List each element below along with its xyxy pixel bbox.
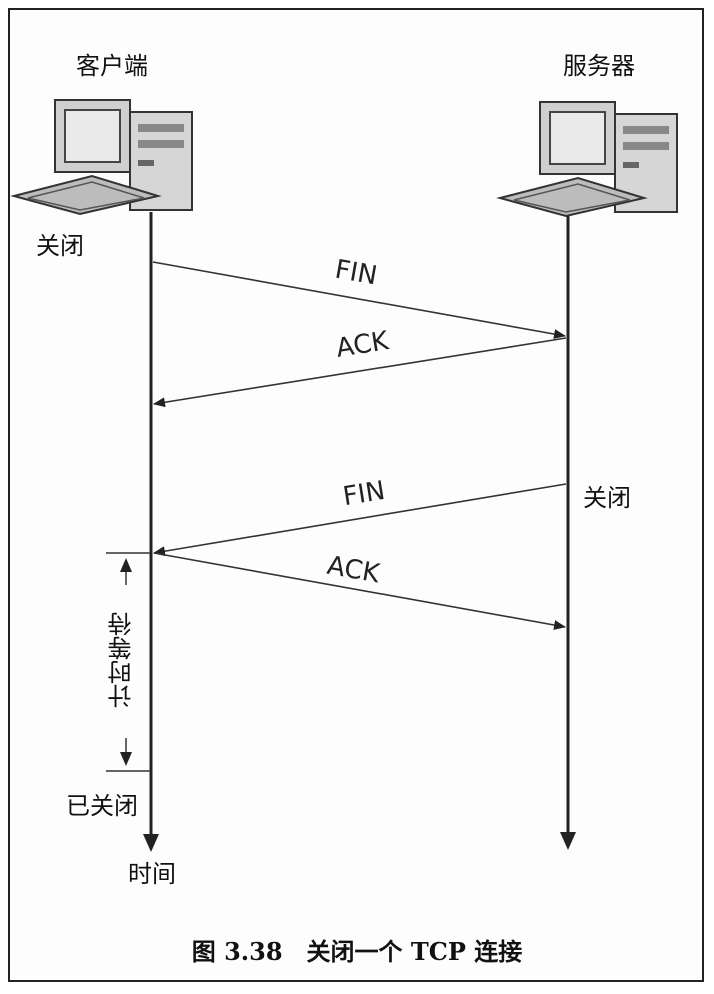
client-label: 客户端 [76, 52, 148, 80]
client-computer-icon [10, 99, 193, 216]
time-label: 时间 [128, 860, 176, 888]
client-close-label: 关闭 [36, 232, 84, 260]
timed-wait-label: 计时等待 [108, 612, 136, 708]
fin2-arrow [153, 483, 567, 557]
closed-label: 已关闭 [66, 792, 138, 820]
ack1-arrow [153, 337, 567, 408]
client-timeline-arrowhead [143, 834, 159, 852]
server-close-label: 关闭 [583, 484, 631, 512]
figure-caption: 图 3.38 关闭一个 TCP 连接 [191, 937, 523, 966]
timed-wait-bracket [106, 552, 150, 772]
server-computer-icon [496, 101, 678, 218]
server-label: 服务器 [563, 52, 635, 80]
ack2-arrow [153, 552, 566, 630]
fin1-arrow [152, 261, 566, 339]
server-timeline-arrowhead [560, 832, 576, 850]
